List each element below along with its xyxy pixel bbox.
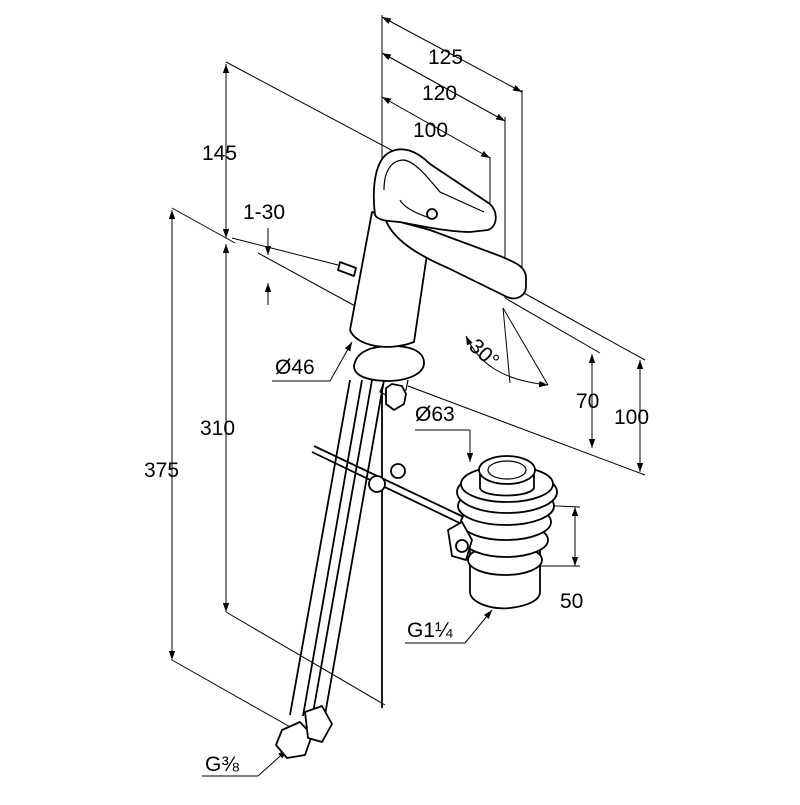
label-d63: Ø63 bbox=[415, 403, 455, 426]
angle-arc-30 bbox=[465, 335, 549, 388]
lever-pin bbox=[426, 208, 438, 220]
label-375: 375 bbox=[144, 459, 179, 482]
label-310: 310 bbox=[200, 417, 235, 440]
label-g114: G1¼ bbox=[407, 619, 453, 642]
faucet bbox=[275, 148, 527, 759]
rod-screw bbox=[390, 463, 406, 479]
mounting-plate bbox=[353, 345, 425, 382]
hose-fitting-left bbox=[275, 721, 313, 759]
label-50: 50 bbox=[560, 590, 583, 613]
popup-waste bbox=[311, 445, 558, 610]
hose-left bbox=[289, 379, 363, 717]
rod-clamp bbox=[368, 475, 386, 493]
lever-handle bbox=[372, 148, 497, 233]
label-125: 125 bbox=[428, 46, 463, 69]
hose-right bbox=[312, 379, 385, 716]
label-120: 120 bbox=[422, 82, 457, 105]
label-g38: G⅜ bbox=[205, 753, 239, 776]
extension-lines bbox=[171, 15, 646, 729]
dimension-lines bbox=[168, 16, 644, 660]
label-100-right: 100 bbox=[614, 406, 649, 429]
label-1-30: 1-30 bbox=[243, 201, 285, 224]
label-100-top: 100 bbox=[413, 119, 448, 142]
label-70: 70 bbox=[576, 390, 599, 413]
label-d46: Ø46 bbox=[275, 356, 315, 379]
mounting-nut bbox=[385, 383, 407, 411]
spout bbox=[384, 217, 527, 300]
leader-lines bbox=[202, 341, 493, 777]
label-145: 145 bbox=[202, 142, 237, 165]
label-30-degree: 30° bbox=[464, 335, 503, 373]
hose-fitting-right bbox=[304, 705, 333, 743]
dimline-100-top bbox=[381, 96, 491, 159]
popup-rod-knob bbox=[337, 261, 357, 277]
popup-pull-rod bbox=[311, 451, 471, 529]
